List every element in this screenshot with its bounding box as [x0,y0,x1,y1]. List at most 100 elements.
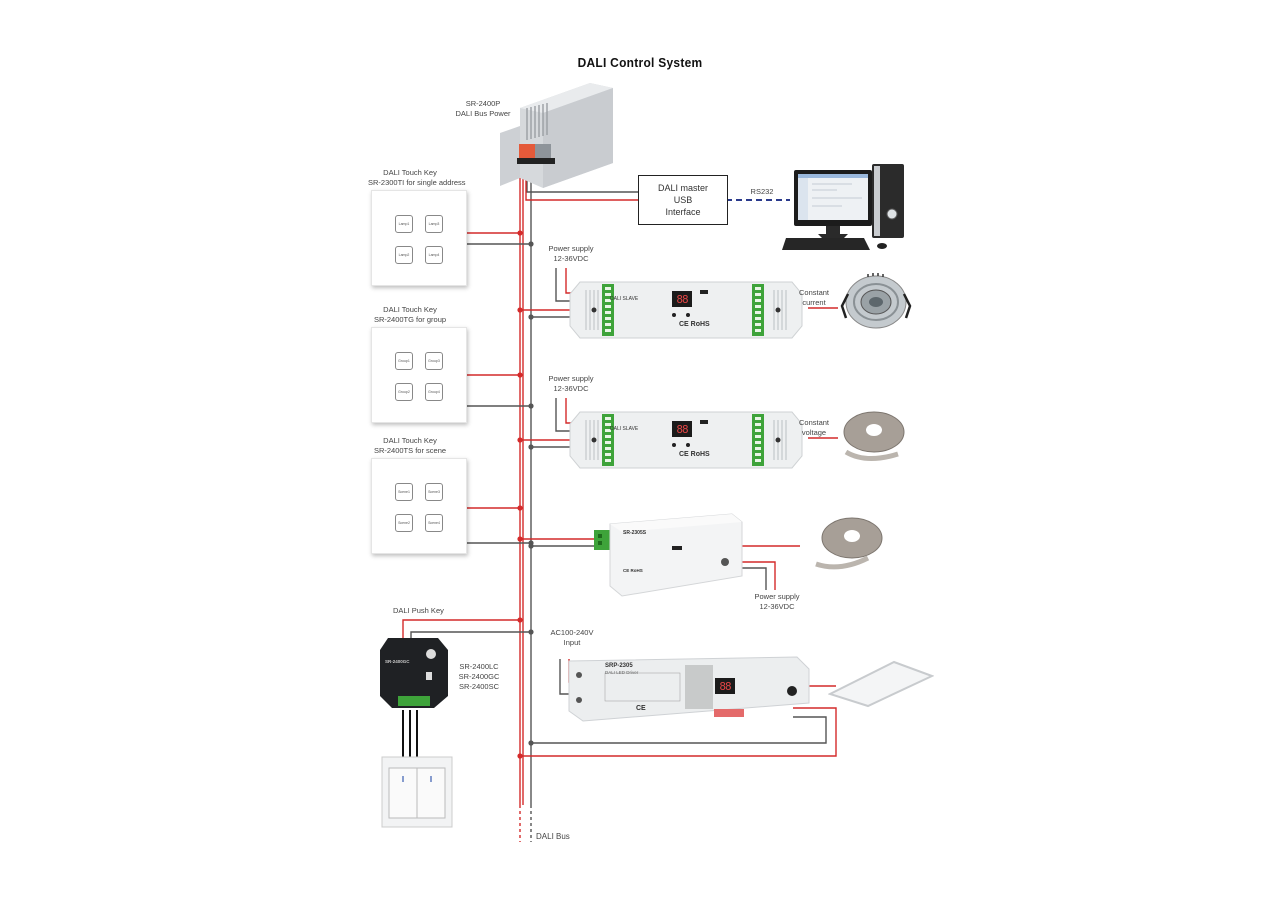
touch-key-button-key-top-right[interactable]: Scene3 [425,483,443,501]
input-terminal-block [602,414,614,466]
push-key-title: DALI Push Key [393,606,444,615]
mouse [877,243,887,249]
dimmer-supply-negative [742,567,767,590]
touch-key-label-2: DALI Touch Key SR-2400TG for group [368,305,452,325]
green-terminal [594,530,610,550]
sr-2305s-supply-label: Power supply 12-36VDC [752,592,802,612]
diagram-title: DALI Control System [577,55,703,70]
wire-junction [517,505,523,511]
touch-key-button-key-top-right[interactable]: Group3 [425,352,443,370]
touch-key-button-key-bottom-left[interactable]: Scene2 [395,514,413,532]
wire-junction [528,314,534,320]
push-key-device-label: SR-2400GC [385,659,410,664]
slave-certification-marks: CE RoHS [679,321,710,328]
output-line-2: current [802,298,826,307]
touch-key-title: DALI Touch Key [383,436,437,445]
input-terminal-block [602,284,614,336]
slave-display: 88 [672,421,692,437]
wire-junction [528,403,534,409]
touch-key-button-key-top-left[interactable]: Group1 [395,352,413,370]
slave-supply-label-1: Power supply 12-36VDC [546,244,596,264]
supply-line-2: 12-36VDC [553,384,589,393]
wire-group [402,170,838,842]
wire-junction [528,740,534,746]
driver-input-label: AC100-240V Input [546,628,598,648]
switch-rocker-left [388,767,418,819]
input-line-1: AC100-240V [550,628,594,637]
output-line-1: Constant [798,288,830,297]
output-line-2: voltage [801,428,827,437]
srp-2305-led-driver [568,656,810,722]
supply-line-1: Power supply [548,374,594,383]
touch-key-button-key-top-left[interactable]: Lamp1 [395,215,413,233]
touch-key-title: DALI Touch Key [383,305,437,314]
touch-key-button-key-bottom-right[interactable]: Group4 [425,383,443,401]
keyboard [782,238,870,250]
master-line-2: USB [673,195,693,205]
touch-key-subtitle: SR-2400TS for scene [373,446,447,455]
bus-power-vents [526,103,548,140]
dimmer-supply-positive [742,561,776,590]
output-line-1: Constant [798,418,830,427]
supply-line-1: Power supply [548,244,594,253]
switch-rocker-right [416,767,446,819]
touch-key-button-key-top-right[interactable]: Lamp3 [425,215,443,233]
wire-junction [517,536,523,542]
touch-key-label-3: DALI Touch Key SR-2400TS for scene [368,436,452,456]
supply-line-1: Power supply [754,592,800,601]
terminal-red-2 [527,144,535,158]
wire-junction [528,629,534,635]
downlight-icon [840,273,912,329]
dali-bus-label: DALI Bus [536,832,570,841]
input-line-2: Input [563,638,581,647]
terminal-red-1 [519,144,527,158]
bus-power-unit [500,83,613,188]
driver-dali-negative [531,716,827,744]
terminal-grey-2 [543,144,551,158]
wire-junction [528,444,534,450]
wire-junction [517,617,523,623]
driver-dali-positive [520,707,837,757]
wall-switch-icon [381,756,453,828]
dali-slave-unit-2 [569,411,803,469]
touch-key-subtitle: SR-2400TG for group [373,315,447,324]
push-key-model-1: SR-2400LC [459,662,499,671]
led-panel-icon [828,660,934,708]
terminal-grey-1 [535,144,543,158]
wire-junction [517,753,523,759]
touch-key-button-key-bottom-right[interactable]: Scene4 [425,514,443,532]
wire-junction [517,307,523,313]
output-terminal-block [752,414,764,466]
master-line-1: DALI master [657,183,708,193]
wire-junction [517,437,523,443]
touch-key-button-key-bottom-right[interactable]: Lamp4 [425,246,443,264]
dali-master-usb-interface: DALI master USB Interface [638,175,728,225]
bus-power-name: DALI Bus Power [455,109,511,118]
dali-slave-unit-1 [569,281,803,339]
bus-power-label: SR-2400P DALI Bus Power [448,99,518,119]
slave-supply-label-2: Power supply 12-36VDC [546,374,596,394]
touch-key-button-key-bottom-left[interactable]: Lamp2 [395,246,413,264]
led-strip-icon [843,411,905,461]
push-key-models: SR-2400LC SR-2400GC SR-2400SC [454,662,504,692]
wire-junction [528,241,534,247]
push-key-model-2: SR-2400GC [458,672,500,681]
supply-line-2: 12-36VDC [553,254,589,263]
rs232-label: RS232 [750,187,774,196]
touch-key-button-key-top-left[interactable]: Scene1 [395,483,413,501]
push-key-positive [402,619,520,646]
driver-marks: CE [636,705,646,712]
slave-output-label-1: Constant current [794,288,834,308]
led-strip-icon-2 [815,517,883,570]
monitor-screen [798,174,868,220]
bus-power-model: SR-2400P [465,99,501,108]
slave-device-label: DALI SLAVE [610,426,639,432]
wire-junction [517,372,523,378]
output-terminal-block [752,284,764,336]
driver-name: DALI LED Driver [605,670,639,675]
touch-key-label-1: DALI Touch Key SR-2300TI for single addr… [368,168,466,188]
push-key-model-3: SR-2400SC [458,682,500,691]
touch-key-button-key-bottom-left[interactable]: Group2 [395,383,413,401]
